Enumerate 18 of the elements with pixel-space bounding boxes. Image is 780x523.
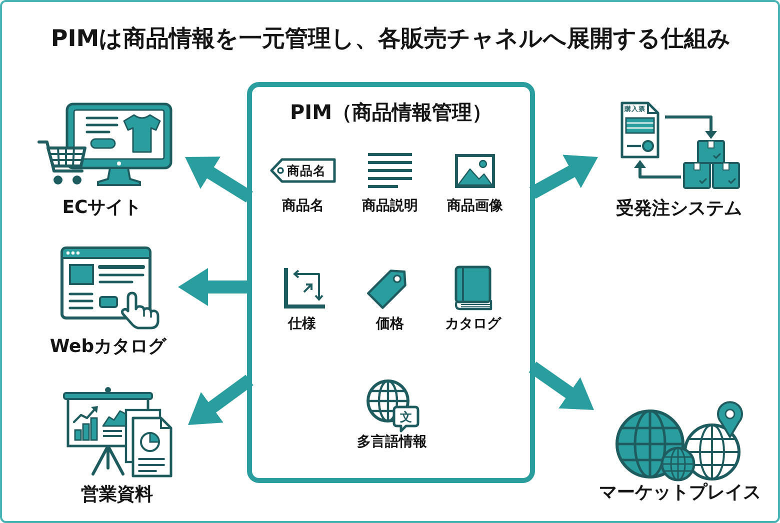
node-label: カタログ	[445, 316, 501, 333]
node-label: 多言語情報	[357, 434, 427, 451]
name-tag: 商品名	[270, 158, 336, 183]
node-label: Webカタログ	[50, 336, 166, 358]
node-label: マーケットプレイス	[599, 482, 761, 504]
node-label: 仕様	[288, 316, 316, 333]
title: PIMは商品情報を一元管理し、各販売チャネルへ展開する仕組み	[50, 26, 732, 54]
node-label: 受発注システム	[616, 198, 742, 220]
node-label: 商品画像	[447, 198, 503, 215]
arrow	[178, 268, 250, 306]
box-heading: PIM（商品情報管理）	[290, 100, 492, 124]
bubble-text: 文	[400, 410, 412, 422]
node-label: ECサイト	[62, 197, 142, 219]
node-label: 商品名	[282, 198, 324, 215]
node-label: 商品説明	[362, 198, 418, 215]
node-label: 営業資料	[81, 484, 153, 506]
node-label: 価格	[376, 316, 404, 333]
system-box	[247, 82, 535, 483]
